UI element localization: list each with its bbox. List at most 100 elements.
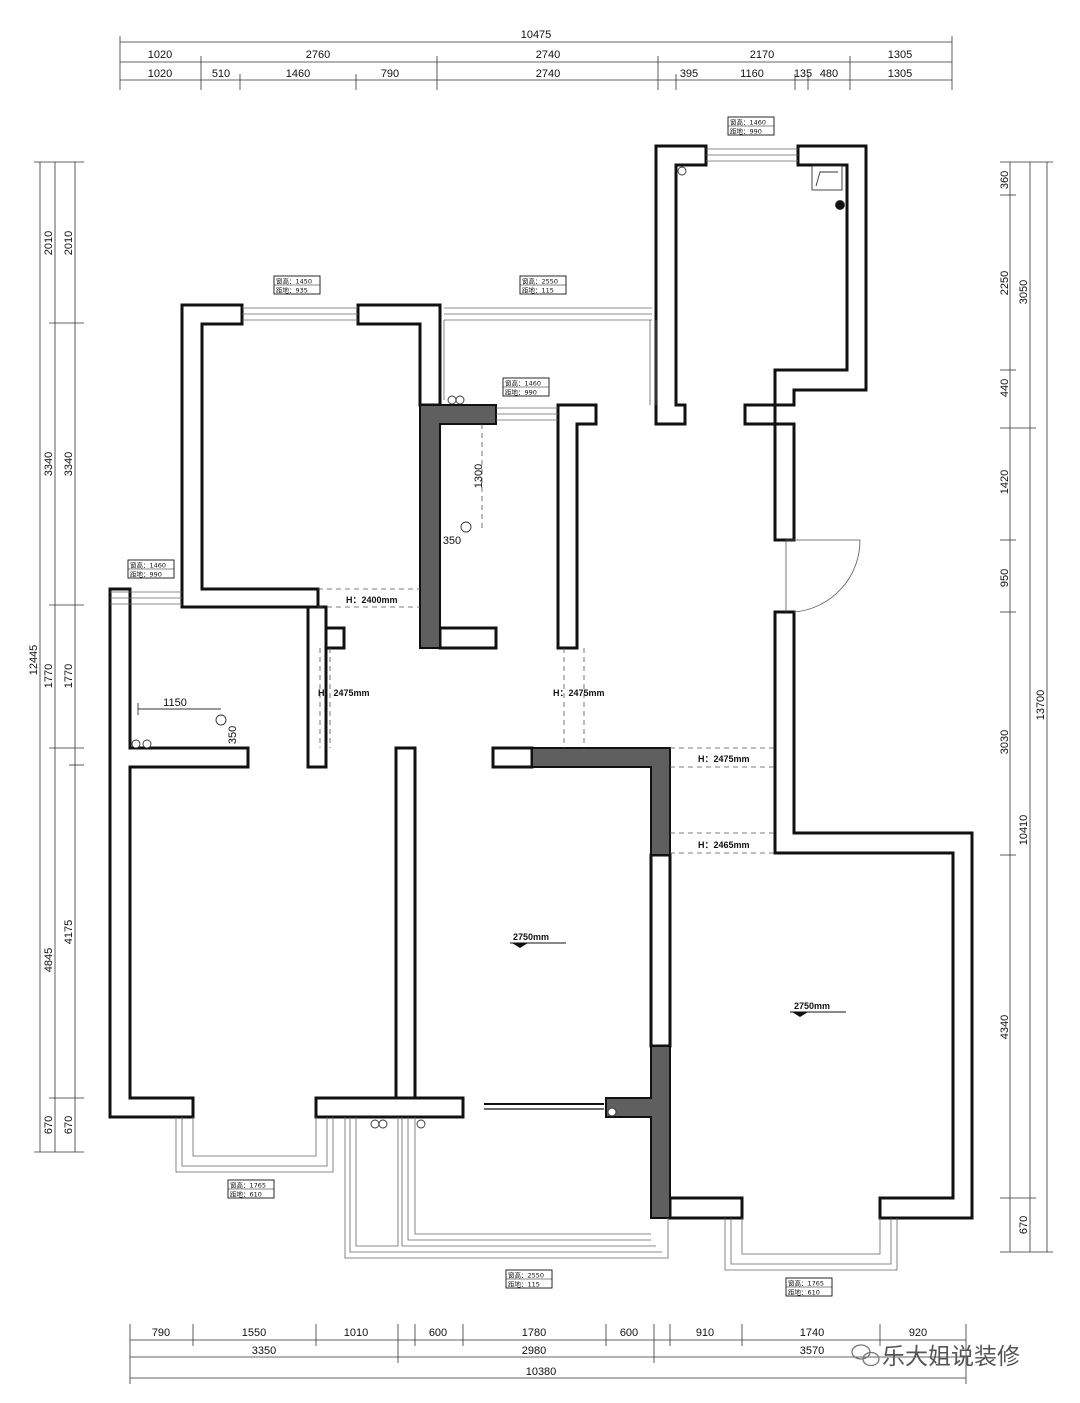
new-walls: [419, 404, 671, 1219]
wall-east-upper: [773, 422, 796, 542]
svg-text:窗高：2550: 窗高：2550: [508, 1270, 544, 1279]
dim-top-r1: 2760: [306, 49, 330, 61]
height-label: H：2475mm: [318, 688, 370, 698]
dim-top-r1: 2740: [536, 49, 560, 61]
dim-bottom-r1: 1010: [344, 1327, 368, 1339]
dim-top-r1: 2170: [750, 49, 774, 61]
walls: [108, 144, 974, 1220]
gas-meter-icon: [811, 165, 843, 191]
wall-top-left-room-right: [356, 303, 442, 407]
dim-left-outer: 670: [43, 1116, 55, 1134]
svg-text:窗高：1460: 窗高：1460: [730, 117, 766, 126]
window-tag: 窗高：1460 距地：990: [727, 116, 775, 136]
pipe-icon: [447, 395, 457, 405]
pipe-icon: [455, 395, 465, 405]
ceiling-level-label: 2750mm: [513, 932, 549, 942]
svg-text:窗高：1765: 窗高：1765: [788, 1278, 824, 1287]
dim-top-r2: 395: [680, 68, 698, 80]
wall-east-master: [773, 610, 974, 1220]
pipe-icon: [607, 1107, 617, 1117]
window-tag: 窗高：1460 距地：990: [502, 377, 550, 397]
dimension-labels-left: 12445 2010 3340 1770 4845 670 2010 3340 …: [28, 231, 75, 1134]
svg-text:距地：610: 距地：610: [788, 1287, 820, 1296]
watermark-text: 乐大姐说装修: [882, 1344, 1020, 1370]
wall-bottom-left-segment: [314, 1096, 465, 1119]
wall-master-bottom: [668, 1196, 744, 1220]
pipe-icon: [370, 1119, 380, 1129]
windows: [110, 148, 898, 1271]
dim-top-r1: 1020: [148, 49, 172, 61]
annotation-1300: 1300: [473, 464, 485, 488]
wall-mid-room-right: [649, 853, 672, 1048]
dimension-labels-top: 10475 1020 2760 2740 2170 1305 1020 510 …: [148, 29, 912, 80]
window-tag: 窗高：1460 距地：990: [127, 559, 175, 579]
dim-left-outer: 3340: [43, 452, 55, 476]
dim-left-inner: 4175: [63, 920, 75, 944]
dimension-labels-right: 13700 3050 10410 670 360 2250 440 1420 9…: [999, 171, 1047, 1234]
dim-bottom-r2: 3570: [800, 1345, 824, 1357]
wall-bath-bottom: [438, 626, 498, 650]
dim-right-inner: 4340: [999, 1015, 1011, 1039]
watermark: 乐大姐说装修: [851, 1344, 1020, 1370]
dimension-labels-bottom: 790 1550 1010 600 1780 600 910 1740 920 …: [152, 1327, 927, 1378]
wall-kitchen: [654, 144, 708, 426]
dim-left-inner: 3340: [63, 452, 75, 476]
svg-text:距地：935: 距地：935: [276, 285, 308, 294]
ceiling-level-label: 2750mm: [794, 1001, 830, 1011]
dim-right-inner: 360: [999, 171, 1011, 189]
svg-text:窗高：2550: 窗高：2550: [522, 276, 558, 285]
dim-right-overall: 13700: [1035, 690, 1047, 721]
dim-bottom-r1: 600: [429, 1327, 447, 1339]
wall-left-room-right: [306, 605, 328, 769]
pipe-icon: [416, 1119, 426, 1129]
wall-mid-room: [491, 746, 534, 769]
dim-right-inner: 3030: [999, 730, 1011, 754]
dim-right-inner: 440: [999, 379, 1011, 397]
dim-right-inner: 950: [999, 569, 1011, 587]
annotation-350-b: 350: [227, 726, 239, 744]
dim-bottom-r1: 920: [909, 1327, 927, 1339]
entry-door-arc: [793, 539, 861, 613]
drain-icon: [460, 521, 472, 533]
dim-top-r1: 1305: [888, 49, 912, 61]
fixtures: [131, 165, 845, 1129]
dim-left-inner: 2010: [63, 231, 75, 255]
pipe-icon: [677, 166, 687, 176]
dim-right-outer: 3050: [1018, 280, 1030, 304]
dimension-lines-top: [119, 36, 953, 90]
pipe-icon: [378, 1119, 388, 1129]
svg-text:距地：990: 距地：990: [730, 126, 762, 135]
dim-bottom-r1: 790: [152, 1327, 170, 1339]
dim-right-inner: 1420: [999, 470, 1011, 494]
dim-left-inner: 670: [63, 1116, 75, 1134]
dim-right-outer: 670: [1018, 1216, 1030, 1234]
window-tag: 窗高：1765 距地：610: [227, 1179, 275, 1199]
dim-bottom-r1: 1740: [800, 1327, 824, 1339]
dark-wall-balcony: [605, 1045, 671, 1219]
height-label: H：2465mm: [698, 840, 750, 850]
svg-text:窗高：1460: 窗高：1460: [130, 560, 166, 569]
svg-text:窗高：1450: 窗高：1450: [276, 276, 312, 285]
doors-openings: [318, 424, 861, 854]
wall-kitchen-right: [743, 144, 868, 426]
svg-text:距地：990: 距地：990: [130, 569, 162, 578]
svg-text:距地：115: 距地：115: [508, 1279, 540, 1288]
svg-text:窗高：1460: 窗高：1460: [505, 378, 541, 387]
svg-text:距地：610: 距地：610: [230, 1189, 262, 1198]
wall-bath-right: [556, 403, 598, 650]
dim-bottom-r1: 1780: [522, 1327, 546, 1339]
dim-top-overall: 10475: [521, 29, 552, 41]
dark-wall-mid-room: [531, 747, 671, 856]
dim-bottom-r1: 910: [696, 1327, 714, 1339]
window-tags: 窗高：1460 距地：990 窗高：1450 距地：935 窗高：2550 距地…: [127, 116, 833, 1297]
dim-bottom-overall: 10380: [526, 1366, 557, 1378]
dim-right-inner: 2250: [999, 271, 1011, 295]
pipe-icon: [142, 739, 152, 749]
dimension-lines-right: [1000, 161, 1053, 1253]
dim-left-outer: 1770: [43, 664, 55, 688]
dim-top-r2: 790: [381, 68, 399, 80]
window-tag: 窗高：1765 距地：610: [785, 1277, 833, 1297]
dim-top-r2: 1160: [740, 68, 764, 80]
dim-left-inner: 1770: [63, 664, 75, 688]
